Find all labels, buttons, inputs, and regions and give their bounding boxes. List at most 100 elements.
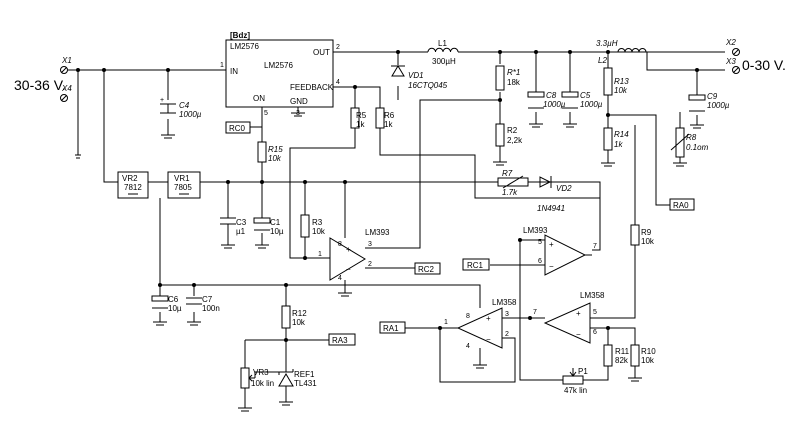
r10-name: R10 xyxy=(641,347,656,356)
p1-value: 47k lin xyxy=(564,386,587,395)
resistor-r12: R12 10k xyxy=(281,305,307,329)
junctions xyxy=(76,50,699,342)
resistor-r9: R9 10k xyxy=(630,224,655,246)
r13-value: 10k xyxy=(614,86,628,95)
resistor-r6: R6 1k xyxy=(375,107,395,129)
u2-plus: + xyxy=(549,240,554,249)
r11-value: 82k xyxy=(615,356,629,365)
ic-pin-in: IN xyxy=(230,67,238,76)
r1-value: 18k xyxy=(507,78,521,87)
u4-pin5: 5 xyxy=(593,309,597,316)
r15-value: 10k xyxy=(268,154,282,163)
u4-pin7: 7 xyxy=(533,309,537,316)
diode-vd1: VD1 16CTQ045 xyxy=(391,65,448,90)
r8-value: 0.1om xyxy=(686,143,709,152)
regulator-vr2: VR2 7812 xyxy=(117,171,149,199)
ic-pin-feedback: FEEDBACK xyxy=(290,83,334,92)
r14-name: R14 xyxy=(614,130,629,139)
c7-name: C7 xyxy=(202,295,213,304)
u3-pin4: 4 xyxy=(466,343,470,350)
vr2-name: VR2 xyxy=(122,174,138,183)
vd1-name: VD1 xyxy=(408,71,424,80)
ic-pin4-number: 4 xyxy=(336,79,340,86)
capacitor-c4: + C4 1000µ xyxy=(160,97,202,119)
u1-name: LM393 xyxy=(365,228,390,237)
resistor-r14: R14 1k xyxy=(603,127,629,151)
u4-minus: − xyxy=(576,330,581,339)
r5-name: R5 xyxy=(356,111,367,120)
capacitor-c5: C5 1000µ xyxy=(561,91,603,109)
resistor-r3: R3 10k xyxy=(300,214,326,238)
c7-value: 100n xyxy=(202,304,220,313)
capacitor-c6: C6 10µ xyxy=(151,295,182,313)
r8-name: R8 xyxy=(686,133,697,142)
resistor-r7: R7 1.7k xyxy=(497,169,529,197)
c8-name: C8 xyxy=(546,91,557,100)
ic-pin2-number: 2 xyxy=(336,44,340,51)
u3-pin8: 8 xyxy=(466,313,470,320)
p1-name: P1 xyxy=(578,367,588,376)
resistor-r13: R13 10k xyxy=(603,67,629,96)
opamp-lm358-b: LM358 + − 5 6 7 xyxy=(533,291,605,344)
c4-value: 1000µ xyxy=(179,110,202,119)
net-ra3: RA3 xyxy=(332,336,348,345)
net-labels: RC0 RC1 RC2 RA0 RA1 RA3 xyxy=(225,121,695,346)
u2-name: LM393 xyxy=(523,226,548,235)
r2-value: 2,2k xyxy=(507,136,523,145)
inductor-l1: L1 300µH xyxy=(427,39,459,66)
resistor-r15: R15 10k xyxy=(257,141,283,163)
resistor-r1: R*1 18k xyxy=(495,65,521,91)
u1-minus: − xyxy=(346,265,351,274)
c6-value: 10µ xyxy=(168,304,182,313)
c3-value: µ1 xyxy=(236,227,246,236)
u4-plus: + xyxy=(576,309,581,318)
vd1-value: 16CTQ045 xyxy=(408,81,448,90)
ground-symbols xyxy=(153,112,704,412)
inductor-l2: 3.3µH L2 xyxy=(596,39,647,65)
resistor-r5: R5 1k xyxy=(350,107,367,129)
ic-pin-on: ON xyxy=(253,94,265,103)
c5-value: 1000µ xyxy=(580,100,603,109)
opamp-lm358-a: LM358 + − 8 3 2 1 4 xyxy=(444,298,517,350)
net-ra0: RA0 xyxy=(673,201,689,210)
r13-name: R13 xyxy=(614,77,629,86)
ic-pin-out: OUT xyxy=(313,48,330,57)
ic-pin5-number: 5 xyxy=(264,110,268,117)
r15-name: R15 xyxy=(268,145,283,154)
u1-plus: + xyxy=(346,245,351,254)
c9-name: C9 xyxy=(707,92,718,101)
r7-value: 1.7k xyxy=(502,188,518,197)
u2-pin6: 6 xyxy=(538,258,542,265)
svg-text:+: + xyxy=(160,97,164,104)
net-rc0: RC0 xyxy=(229,124,246,133)
r1-name: R*1 xyxy=(507,68,520,77)
capacitor-c9: C9 1000µ xyxy=(688,92,730,112)
comparator-lm393-b: LM393 + − 5 6 7 xyxy=(523,226,597,276)
u2-pin5: 5 xyxy=(538,239,542,246)
c3-name: C3 xyxy=(236,218,247,227)
r6-value: 1k xyxy=(384,120,393,129)
resistor-r2: R2 2,2k xyxy=(495,123,523,147)
l1-name: L1 xyxy=(438,39,447,48)
c1-name: C1 xyxy=(270,218,281,227)
ic-pin-gnd: GND xyxy=(290,97,308,106)
r3-value: 10k xyxy=(312,227,326,236)
u1-pin8: 8 xyxy=(338,241,342,248)
r5-value: 1k xyxy=(356,120,365,129)
resistor-r8: R8 0.1om xyxy=(670,127,709,158)
c4-name: C4 xyxy=(179,101,190,110)
terminal-x1-label: X1 xyxy=(61,56,72,65)
capacitor-c1: C1 10µ xyxy=(253,217,284,236)
c1-value: 10µ xyxy=(270,227,284,236)
terminal-x3-label: X3 xyxy=(725,57,736,66)
net-rc1: RC1 xyxy=(467,261,484,270)
vr1-name: VR1 xyxy=(174,174,190,183)
u3-pin2: 2 xyxy=(505,331,509,338)
vd2-name: VD2 xyxy=(556,184,572,193)
vd2-value: 1N4941 xyxy=(537,204,565,213)
ic-pin1-number: 1 xyxy=(220,62,224,69)
output-voltage-label: 0-30 V. xyxy=(742,57,786,73)
potentiometer-vr3: VR3 10k lin xyxy=(240,367,286,389)
u4-pin6: 6 xyxy=(593,329,597,336)
